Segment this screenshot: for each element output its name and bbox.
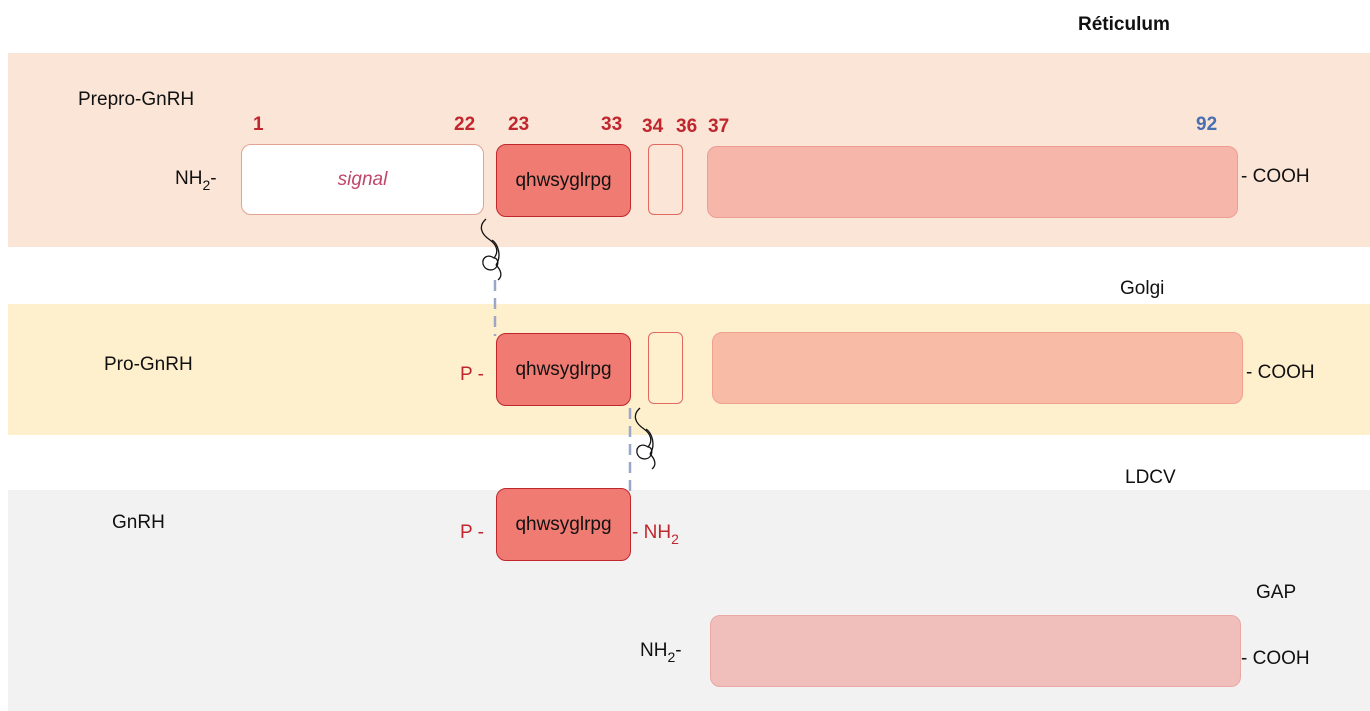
prepro-gnrh-decapeptide: qhwsyglrpg xyxy=(496,144,631,217)
signal-peptide-segment: signal xyxy=(241,144,484,215)
pro-gnrh-decapeptide: qhwsyglrpg xyxy=(496,333,631,406)
gnrh-decapeptide-label: qhwsyglrpg xyxy=(515,513,612,535)
gap-n-terminus: NH2- xyxy=(640,640,682,665)
pro-gap-segment xyxy=(712,332,1243,404)
gnrh-decapeptide: qhwsyglrpg xyxy=(496,488,631,561)
position-22: 22 xyxy=(454,114,476,135)
golgi-label: Golgi xyxy=(1120,278,1165,299)
ldcv-label: LDCV xyxy=(1125,467,1176,488)
prepro-n-terminus: NH2- xyxy=(175,168,217,193)
prepro-gkr-linker xyxy=(648,144,683,215)
position-34: 34 xyxy=(642,116,664,137)
prepro-c-terminus: - COOH xyxy=(1241,166,1310,187)
prepro-decapeptide-label: qhwsyglrpg xyxy=(515,169,612,191)
scissors-icon xyxy=(480,218,502,281)
position-37: 37 xyxy=(708,116,730,137)
reticulum-label: Réticulum xyxy=(1078,14,1170,35)
position-1: 1 xyxy=(253,114,264,135)
position-23: 23 xyxy=(508,114,530,135)
prepro-gnrh-label: Prepro-GnRH xyxy=(78,89,195,110)
prepro-gap-segment xyxy=(707,146,1238,218)
scissors-icon xyxy=(634,407,656,470)
pro-pyroglu-cap: P - xyxy=(460,364,484,385)
pro-gkr-linker xyxy=(648,332,683,404)
gap-c-terminus: - COOH xyxy=(1241,648,1310,669)
gnrh-label: GnRH xyxy=(112,512,165,533)
pro-gnrh-label: Pro-GnRH xyxy=(104,354,193,375)
position-36: 36 xyxy=(676,116,698,137)
gap-label: GAP xyxy=(1256,582,1297,603)
position-92: 92 xyxy=(1196,114,1218,135)
pro-decapeptide-label: qhwsyglrpg xyxy=(515,358,612,380)
position-33: 33 xyxy=(601,114,623,135)
pro-c-terminus: - COOH xyxy=(1246,362,1315,383)
gnrh-amide-terminus: - NH2 xyxy=(632,522,679,547)
free-gap-peptide xyxy=(710,615,1241,687)
gnrh-pyroglu-cap: P - xyxy=(460,522,484,543)
signal-label: signal xyxy=(337,168,388,190)
